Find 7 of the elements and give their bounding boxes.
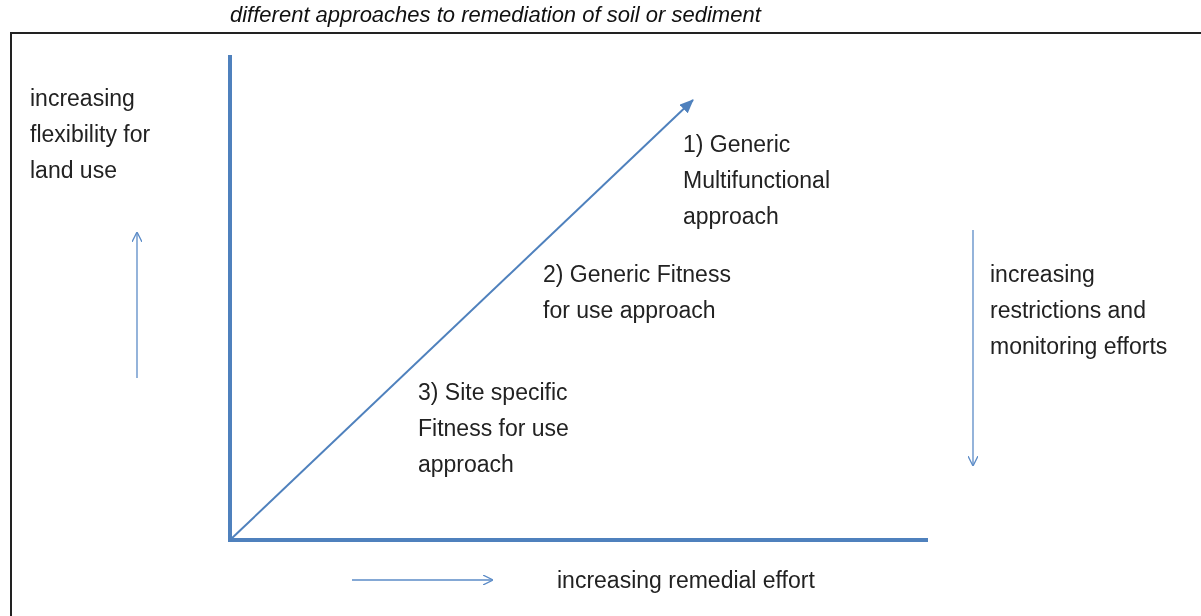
axis-label: increasing remedial effort <box>557 566 815 595</box>
approach-label: 1) Generic Multifunctional approach <box>683 130 832 231</box>
approach-label: 2) Generic Fitness for use approach <box>543 260 732 325</box>
axis-label: increasing restrictions and monitoring efforts <box>990 260 1169 361</box>
axis-label: increasing flexibility for land use <box>30 84 152 185</box>
approach-label: 3) Site specific Fitness for use approach <box>418 378 570 479</box>
title: different approaches to remediation of soil or sediment <box>230 2 761 28</box>
